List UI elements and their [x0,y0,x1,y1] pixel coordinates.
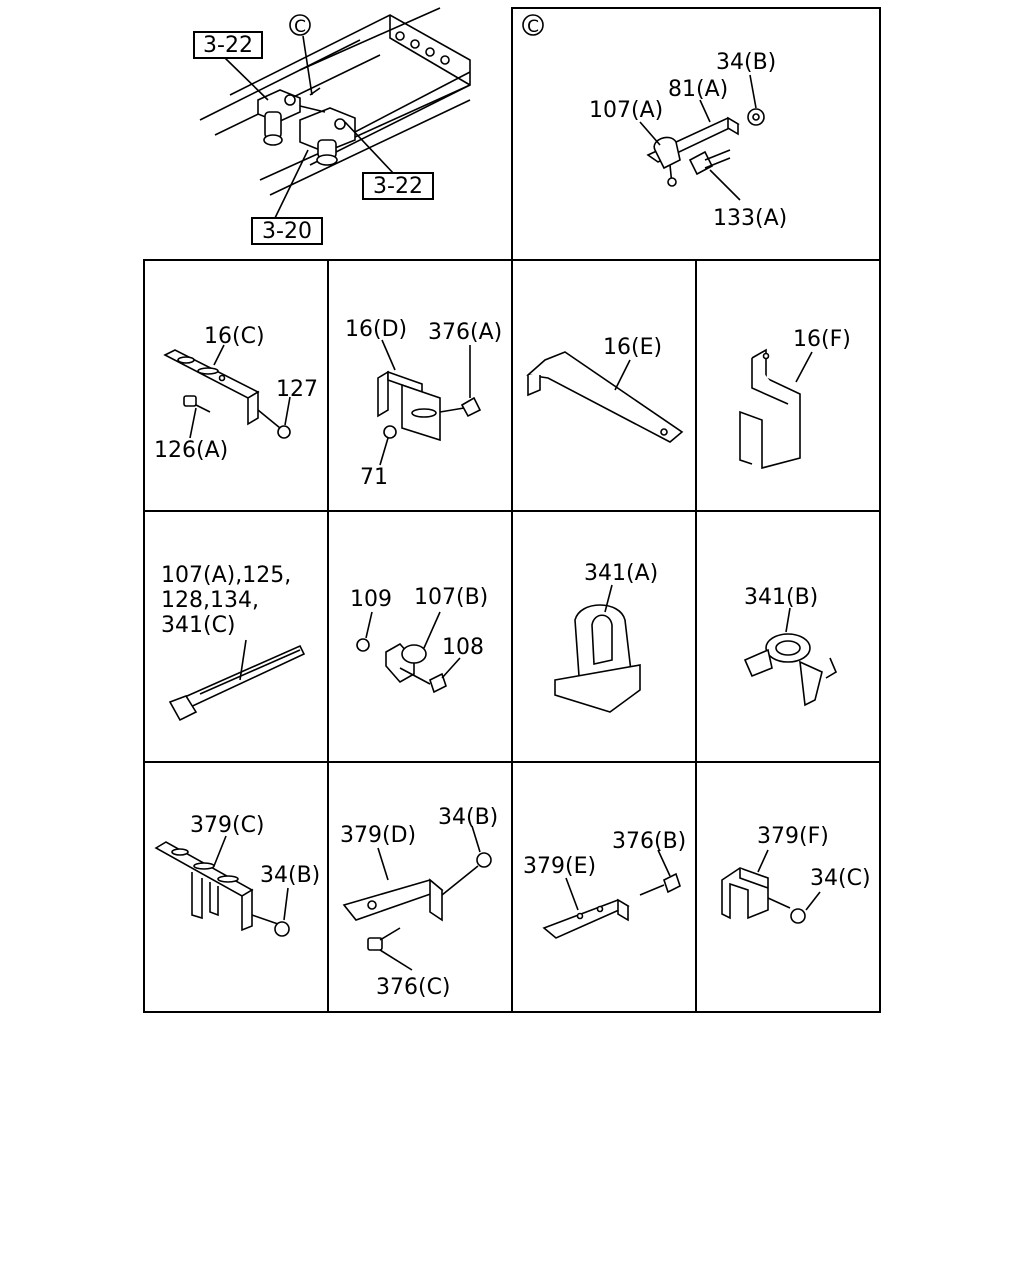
part-label: 34(B) [716,50,776,75]
bracket-16f-drawing [739,348,813,470]
bracket-379d-drawing [342,825,492,971]
bracket-16d-drawing [377,339,482,466]
detail-marker-c: C [289,14,311,37]
part-label: 16(C) [204,324,265,349]
part-label: 127 [276,377,318,402]
clip-341a-drawing [554,584,641,713]
part-label: 107(A) [589,98,663,123]
part-label: 16(F) [793,327,851,352]
tie-strap-drawing [168,639,306,722]
part-label: 379(F) [757,824,829,849]
ref-3-22-label: 3-22 [203,33,253,58]
detail-marker-label: C [294,17,306,37]
ref-3-20-label: 3-20 [262,219,312,244]
overview-illustration [199,7,471,219]
clip-107b-drawing [356,611,461,694]
ref-box-3-22-b: 3-22 [362,172,434,200]
ref-box-3-22-a: 3-22 [193,31,263,59]
bracket-379e-drawing [542,849,681,939]
part-label: 133(A) [713,206,787,231]
part-label: 16(D) [345,317,407,342]
ref-box-3-20: 3-20 [251,217,323,245]
detail-c-parts [639,74,765,201]
clip-341b-drawing [743,607,838,707]
part-label: 376(A) [428,320,502,345]
bracket-16c-drawing [163,344,291,439]
part-label: 34(B) [438,805,498,830]
grid-frame [143,7,881,1013]
bracket-379f-drawing [721,849,821,924]
part-label: 108 [442,635,484,660]
part-label: 379(C) [190,813,265,838]
part-label: 107(A),125, [161,563,291,588]
part-label: 341(C) [161,613,236,638]
part-label: 34(C) [810,866,871,891]
part-label: 379(D) [340,823,416,848]
part-label: 376(B) [612,829,686,854]
ref-3-22-label: 3-22 [373,174,423,199]
part-label: 341(B) [744,585,818,610]
part-label: 109 [350,587,392,612]
part-label: 341(A) [584,561,658,586]
part-label: 71 [360,465,388,490]
part-label: 16(E) [603,335,662,360]
part-label: 376(C) [376,975,451,1000]
part-label: 81(A) [668,77,728,102]
part-label: 34(B) [260,863,320,888]
bracket-379c-drawing [154,835,290,937]
part-label: 128,134, [161,588,259,613]
part-label: 379(E) [523,854,596,879]
part-label: 126(A) [154,438,228,463]
part-label: 107(B) [414,585,488,610]
detail-c-marker-label: C [527,17,539,37]
bracket-16e-drawing [526,351,684,443]
detail-c-marker: C [522,14,544,37]
